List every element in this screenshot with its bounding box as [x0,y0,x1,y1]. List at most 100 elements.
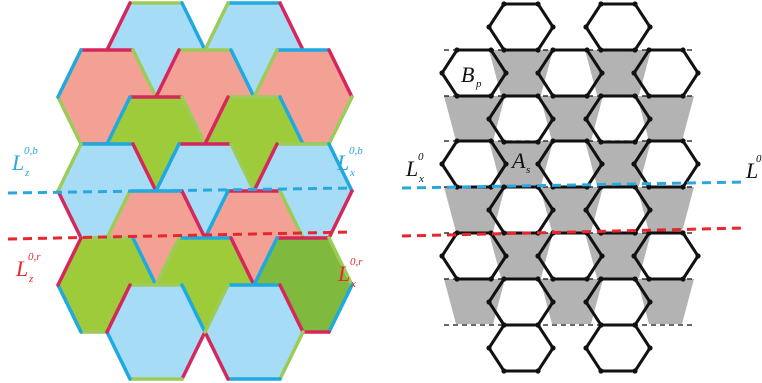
vertex-dot [583,299,589,305]
hex-edge [203,1,230,52]
blue-string-line [401,180,746,190]
vertex-dot [631,161,637,167]
vertex-dot [486,24,492,30]
hex-edge [56,236,83,287]
hex-edge [154,236,181,287]
hex-outline [487,2,555,52]
vertex-dot [647,24,653,30]
hex-edge [105,189,132,240]
hex-edge [180,189,207,240]
label-lz0: L 0 [746,153,762,183]
hex-edge [56,142,83,193]
hex-edge [180,283,207,334]
vertex-dot [599,70,605,76]
vertex-dot [501,139,507,145]
vertex-dot [647,345,653,351]
hex-edge [278,1,305,52]
vertex-dot [535,70,541,76]
vertex-dot [599,161,605,167]
vertex-dot [503,70,509,76]
vertex-dot [646,184,652,190]
hex-edge [203,95,230,146]
hex-edge [105,1,132,52]
vertex-dot [486,116,492,122]
vertex-dot [439,253,445,259]
gray-plaquette [444,187,505,232]
vertex-dot [632,139,638,145]
vertex-dot [598,139,604,145]
gray-plaquette [540,96,603,141]
hex-edge [131,236,158,287]
hex-plaquette [205,285,303,379]
vertex-dot [632,368,638,374]
hex-edge [278,189,305,240]
blue-string-line [7,186,353,195]
vertex-dot [631,253,637,259]
hex-edge [56,95,83,146]
vertex-dot [501,47,507,53]
vertex-dot [535,368,541,374]
gray-plaquette [585,141,651,186]
vertex-dot [583,116,589,122]
vertex-dot [583,24,589,30]
hex-edge [203,189,230,240]
hex-edge [180,330,207,381]
logical-string-lines-left [7,186,353,241]
vertex-dot [647,116,653,122]
vertex-dot [503,161,509,167]
vertex-dot [439,70,445,76]
vertex-dot [584,93,590,99]
gray-plaquette [637,279,694,324]
hex-edge [327,95,354,146]
vertex-dot [486,207,492,213]
vertex-dot [501,368,507,374]
hex-edge [180,1,207,52]
hex-edge [203,283,230,334]
label-lz-blue: L 0,b z [12,145,38,179]
hex-edge [131,48,158,99]
gray-plaquette [444,279,505,324]
hex-edge [327,189,354,240]
hex-edge [131,142,158,193]
vertex-dot [550,24,556,30]
vertex-dot [647,299,653,305]
vertex-dot [583,207,589,213]
vertex-dot [583,345,589,351]
hex-edge [252,142,279,193]
vertex-dot [501,322,507,328]
colored-honeycomb-lattice [56,1,354,381]
gray-plaquette [540,279,603,324]
vertex-dot [535,161,541,167]
vertex-dot [647,207,653,213]
hex-edge [105,283,132,334]
gray-plaquette [637,187,694,232]
vertex-dot [631,70,637,76]
red-string-line [7,230,353,241]
vertex-dot [550,299,556,305]
gray-plaquette [637,96,694,141]
hex-edge [327,48,354,99]
vertex-dot [646,47,652,53]
gray-plaquette [585,233,651,278]
hex-edge [327,283,354,334]
hex-edge [180,95,207,146]
hex-edge [278,330,305,381]
hex-edge [327,236,354,287]
vertex-dot [550,116,556,122]
hex-edge [154,142,181,193]
vertex-dot [535,253,541,259]
vertex-dot [535,1,541,7]
vertex-dot [695,161,701,167]
hex-edge [229,236,256,287]
vertex-dot [695,253,701,259]
vertex-dot [646,138,652,144]
hex-outline [487,323,555,373]
hex-edge [229,48,256,99]
gray-plaquette [489,141,553,186]
label-lx-blue: L 0,b x [337,145,363,179]
vertex-dot [599,253,605,259]
hex-edge [56,283,83,334]
vertex-dot [535,139,541,145]
vertex-dot [501,1,507,7]
vertex-dot [584,138,590,144]
